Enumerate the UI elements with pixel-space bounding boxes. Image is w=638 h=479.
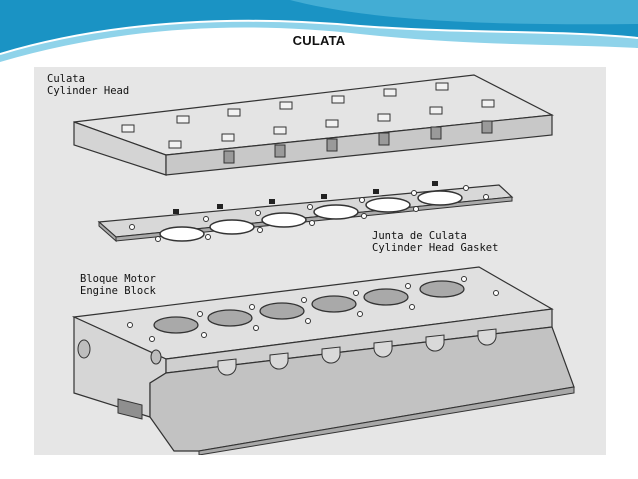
block-bolt-holes	[127, 276, 499, 342]
gasket-cylinder-bores	[159, 190, 463, 242]
cylinder-head-drawing	[73, 74, 555, 176]
block-cylinder-bores	[153, 280, 465, 334]
slide-title: CULATA	[292, 33, 346, 48]
engine-diagram-drawing	[71, 74, 575, 455]
label-gasket-en: Cylinder Head Gasket	[372, 242, 499, 254]
label-head-es: Culata	[47, 73, 85, 85]
label-gasket-es: Junta de Culata	[372, 230, 467, 242]
head-gasket-drawing	[97, 181, 514, 243]
cylinder-head-side-ports	[223, 120, 493, 164]
engine-block-drawing	[71, 266, 575, 455]
label-block-es: Bloque Motor	[80, 273, 156, 285]
gasket-tabs	[173, 181, 438, 214]
cylinder-head-top-holes	[121, 82, 495, 149]
gasket-bolt-holes	[129, 185, 489, 242]
engine-diagram: Culata Cylinder Head Junta de Culata Cyl…	[34, 67, 606, 455]
label-block-en: Engine Block	[80, 285, 156, 297]
block-side-bosses	[217, 328, 497, 376]
label-head-en: Cylinder Head	[47, 85, 130, 97]
header-wave	[0, 0, 638, 62]
